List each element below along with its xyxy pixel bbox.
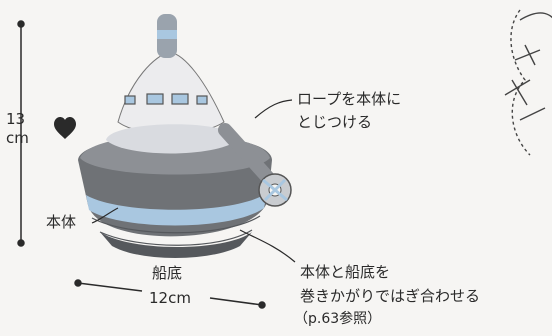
rope-note-line1: ロープを本体に [297,90,402,108]
width-value: 12cm [149,289,191,307]
window-row [124,93,208,105]
rope-ring [218,123,292,207]
background-stitch-pattern [504,9,552,156]
join-note-line2: 巻きかがりではぎ合わせる [300,287,481,305]
dome [106,51,238,154]
mast [157,14,177,58]
body-label: 本体 [46,213,77,231]
height-dimension [17,20,25,247]
width-dimension [74,279,266,309]
bottom-label: 船底 [152,264,183,282]
heart-icon [54,117,76,139]
leader-lines [91,99,296,263]
join-note-line1: 本体と船底を [300,263,391,281]
height-value: 13 [6,110,26,128]
join-note-line3: （p.63参照） [294,311,382,327]
boat-bottom [100,232,252,258]
height-unit: cm [6,129,29,147]
rope-note-line2: とじつける [297,113,373,131]
